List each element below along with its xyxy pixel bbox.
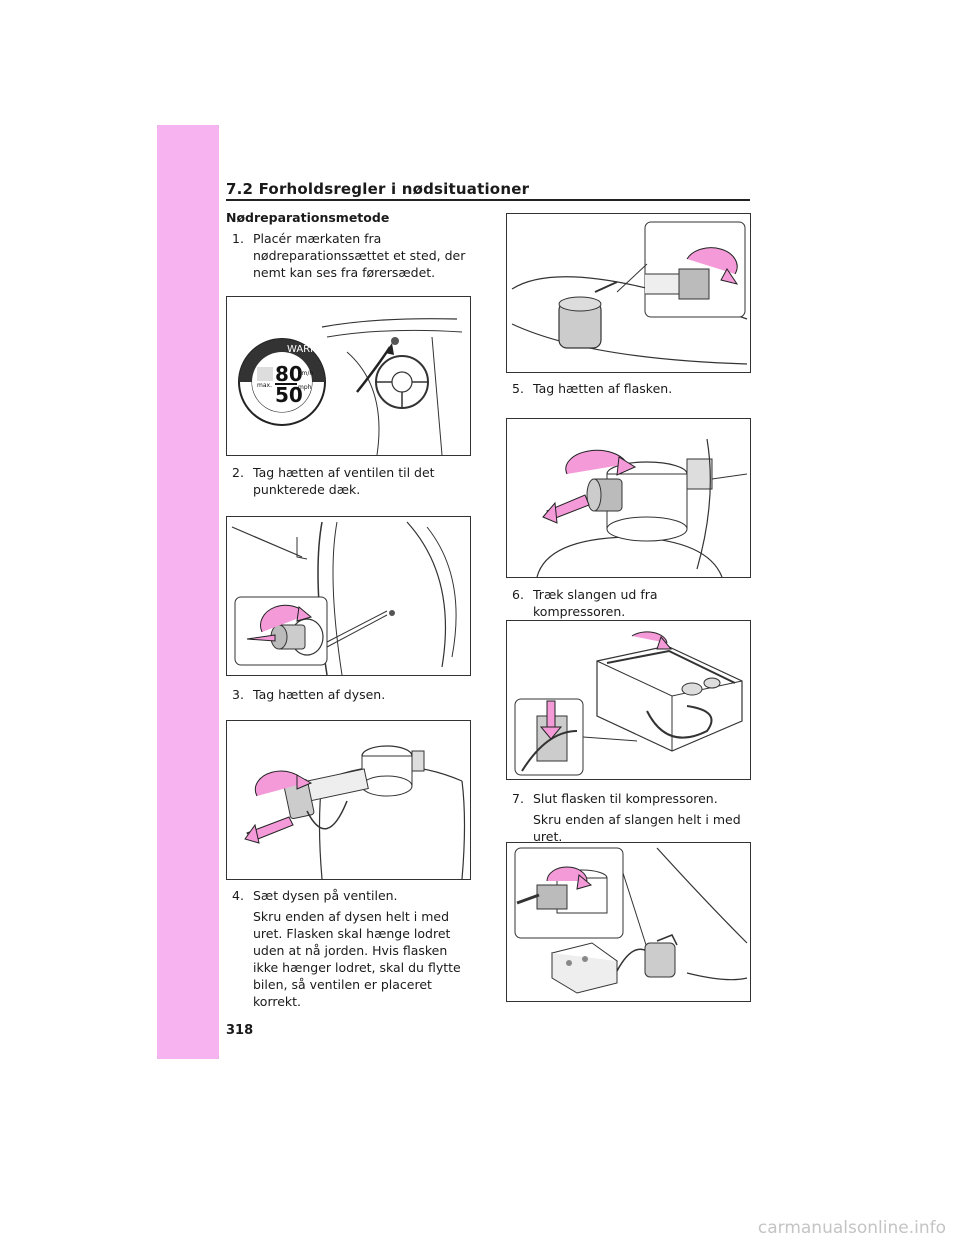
figure-sticker-placement: WARNING 80 km/h 50 mph max. [226,296,471,456]
step-number: 4. [232,888,244,903]
step-text: Tag hætten af ventilen til det punktered… [253,465,435,497]
step-2: 2. Tag hætten af ventilen til det punkte… [232,464,472,498]
step-6: 6. Træk slangen ud fra kompressoren. [512,586,752,620]
section-title: 7.2 Forholdsregler i nødsituationer [226,180,530,198]
step-subtext: Skru enden af dysen helt i med uret. Fla… [253,909,461,1009]
figure-nozzle-on-valve [506,213,751,373]
figure-bottle-to-compressor [506,842,751,1002]
watermark: carmanualsonline.info [757,1218,946,1238]
step-4: 4. Sæt dysen på ventilen. Skru enden af … [232,887,472,1010]
step-7: 7. Slut flasken til kompressoren. Skru e… [512,790,752,845]
figure-bottle-cap [506,418,751,578]
sticker-unit-mph: mph [298,384,312,391]
step-number: 6. [512,587,524,602]
procedure-heading: Nødreparationsmetode [226,210,390,225]
section-divider [226,199,750,201]
warning-sticker: WARNING 80 km/h 50 mph max. [238,338,336,426]
sticker-warning-text: WARNING [287,344,336,355]
step-1: 1. Placér mærkaten fra nødreparationssæt… [232,230,472,281]
page-number: 318 [226,1023,254,1038]
step-5: 5. Tag hætten af flasken. [512,380,752,397]
figure-valve-cap [226,516,471,676]
sticker-speed-mph: 50 [275,383,303,407]
sticker-unit-kmh: km/h [298,370,313,377]
step-number: 5. [512,381,524,396]
step-number: 7. [512,791,524,806]
step-text: Slut flasken til kompressoren. [533,791,718,806]
step-3: 3. Tag hætten af dysen. [232,686,472,703]
step-subtext: Skru enden af slangen helt i med uret. [533,812,741,844]
step-text: Sæt dysen på ventilen. [253,888,398,903]
figure-nozzle-cap [226,720,471,880]
sticker-max: max. [257,382,272,389]
figure-compressor-hose [506,620,751,780]
sticker-speed-kmh: 80 [275,362,303,386]
step-number: 3. [232,687,244,702]
step-number: 1. [232,231,244,246]
step-number: 2. [232,465,244,480]
step-text: Placér mærkaten fra nødreparationssættet… [253,231,466,280]
chapter-tab [157,125,219,1059]
step-text: Tag hætten af flasken. [533,381,673,396]
step-text: Tag hætten af dysen. [253,687,386,702]
step-text: Træk slangen ud fra kompressoren. [533,587,658,619]
